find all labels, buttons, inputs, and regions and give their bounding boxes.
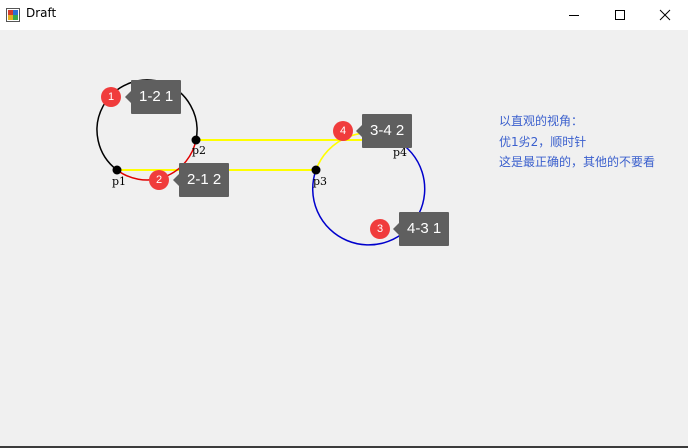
note-line-2: 优1劣2，顺时针 bbox=[499, 135, 587, 149]
tooltip-1: 1-2 1 bbox=[124, 80, 182, 114]
tooltip-3: 4-3 1 bbox=[392, 212, 450, 246]
point-p2 bbox=[191, 135, 201, 145]
label-p1: p1 bbox=[112, 175, 127, 188]
badge-2[interactable]: 2 bbox=[149, 170, 169, 190]
tooltip-2: 2-1 2 bbox=[172, 163, 230, 197]
app-icon bbox=[6, 8, 20, 22]
minimize-button[interactable] bbox=[551, 0, 597, 30]
badge-3[interactable]: 3 bbox=[370, 219, 390, 239]
label-p2: p2 bbox=[192, 144, 207, 157]
label-p4: p4 bbox=[393, 146, 408, 159]
point-p3 bbox=[311, 165, 321, 175]
close-icon bbox=[659, 9, 671, 21]
arc-black bbox=[96, 79, 198, 171]
badge-4[interactable]: 4 bbox=[333, 121, 353, 141]
point-p1 bbox=[112, 165, 122, 175]
note-line-3: 这是最正确的，其他的不要看 bbox=[499, 155, 656, 169]
window-title: Draft bbox=[26, 6, 57, 20]
title-bar: Draft bbox=[0, 0, 688, 30]
badge-1[interactable]: 1 bbox=[101, 87, 121, 107]
arc-blue bbox=[311, 139, 426, 246]
minimize-icon bbox=[569, 15, 579, 16]
close-button[interactable] bbox=[642, 0, 688, 30]
tooltip-4: 3-4 2 bbox=[355, 114, 413, 148]
window-bottom-border bbox=[0, 446, 688, 448]
maximize-button[interactable] bbox=[597, 0, 643, 30]
note-line-1: 以直观的视角： bbox=[499, 114, 584, 128]
label-p3: p3 bbox=[313, 175, 328, 188]
maximize-icon bbox=[615, 10, 625, 20]
